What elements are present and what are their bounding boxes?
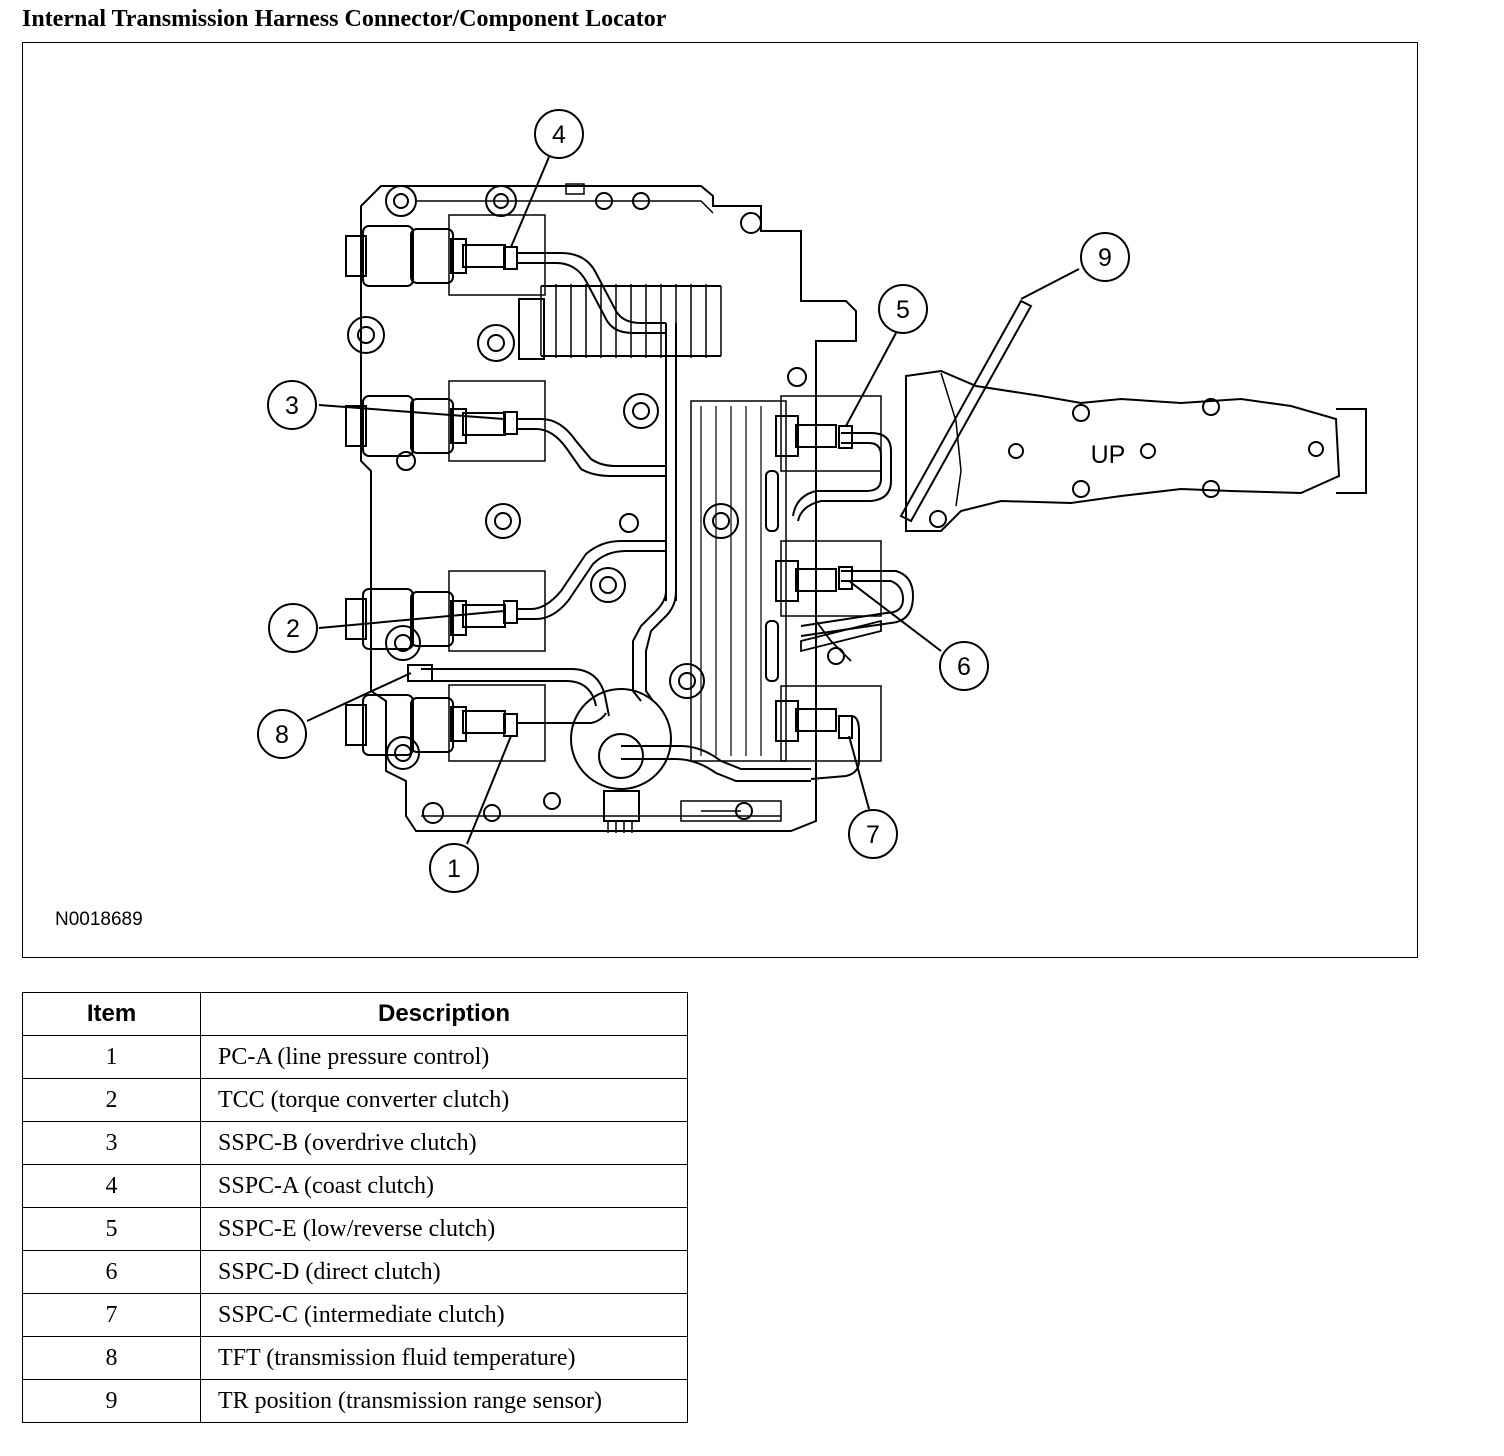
wiring-harness — [421, 252, 1033, 782]
callout-3: 3 — [267, 380, 317, 430]
svg-text:7: 7 — [866, 821, 880, 849]
svg-text:2: 2 — [286, 615, 300, 643]
item-cell: 9 — [22, 1379, 201, 1423]
description-cell: SSPC-B (overdrive clutch) — [200, 1121, 688, 1165]
callout-1: 1 — [429, 843, 479, 893]
description-cell: SSPC-D (direct clutch) — [200, 1250, 688, 1294]
description-cell: SSPC-E (low/reverse clutch) — [200, 1207, 688, 1251]
solenoid-tcc — [345, 570, 546, 652]
description-cell: TR position (transmission range sensor) — [200, 1379, 688, 1423]
table-row: 1 PC-A (line pressure control) — [22, 1035, 688, 1079]
svg-text:3: 3 — [285, 392, 299, 420]
description-cell: SSPC-A (coast clutch) — [200, 1164, 688, 1208]
valve-body-diagram: UP — [257, 109, 1367, 893]
table-row: 9 TR position (transmission range sensor… — [22, 1379, 688, 1423]
valve-body-outline — [360, 183, 857, 832]
description-column-header: Description — [200, 992, 688, 1036]
figure-id: N0018689 — [55, 909, 143, 930]
table-row: 5 SSPC-E (low/reverse clutch) — [22, 1207, 688, 1251]
description-cell: SSPC-C (intermediate clutch) — [200, 1293, 688, 1337]
callout-9: 9 — [1080, 232, 1130, 282]
callout-leaders — [306, 156, 1080, 845]
table-row: 4 SSPC-A (coast clutch) — [22, 1164, 688, 1208]
table-row: 7 SSPC-C (intermediate clutch) — [22, 1293, 688, 1337]
item-cell: 8 — [22, 1336, 201, 1380]
svg-text:9: 9 — [1098, 244, 1112, 272]
solenoid-pc-a — [345, 684, 546, 762]
item-cell: 2 — [22, 1078, 201, 1122]
callout-6: 6 — [939, 641, 989, 691]
table-header-row: Item Description — [22, 992, 688, 1036]
callout-2: 2 — [268, 603, 318, 653]
item-column-header: Item — [22, 992, 201, 1036]
solenoid-sspc-d — [775, 540, 882, 617]
diagram-frame: UP — [22, 42, 1418, 958]
solenoid-sspc-b — [345, 380, 546, 462]
svg-text:4: 4 — [552, 121, 566, 149]
tr-sensor-body — [570, 688, 672, 833]
svg-text:6: 6 — [957, 653, 971, 681]
table-row: 8 TFT (transmission fluid temperature) — [22, 1336, 688, 1380]
item-cell: 7 — [22, 1293, 201, 1337]
item-cell: 1 — [22, 1035, 201, 1079]
description-cell: TFT (transmission fluid temperature) — [200, 1336, 688, 1380]
up-marking: UP — [1091, 441, 1126, 469]
callout-5: 5 — [878, 284, 928, 334]
manual-lever-bracket — [800, 619, 882, 662]
manual-detent-plate — [905, 369, 1367, 532]
bolt-heads — [347, 185, 845, 824]
page-title: Internal Transmission Harness Connector/… — [22, 6, 667, 32]
solenoid-sspc-a — [345, 214, 546, 296]
callout-7: 7 — [848, 809, 898, 859]
table-row: 2 TCC (torque converter clutch) — [22, 1078, 688, 1122]
svg-text:8: 8 — [275, 721, 289, 749]
description-cell: PC-A (line pressure control) — [200, 1035, 688, 1079]
item-cell: 5 — [22, 1207, 201, 1251]
accumulator-bellows — [518, 284, 722, 360]
item-cell: 6 — [22, 1250, 201, 1294]
callout-4: 4 — [534, 109, 584, 159]
svg-text:1: 1 — [447, 855, 461, 883]
callout-8: 8 — [257, 709, 307, 759]
solenoid-sspc-c — [765, 470, 882, 762]
legend-table: Item Description 1 PC-A (line pressure c… — [22, 992, 688, 1423]
table-row: 6 SSPC-D (direct clutch) — [22, 1250, 688, 1294]
description-cell: TCC (torque converter clutch) — [200, 1078, 688, 1122]
table-row: 3 SSPC-B (overdrive clutch) — [22, 1121, 688, 1165]
item-cell: 4 — [22, 1164, 201, 1208]
item-cell: 3 — [22, 1121, 201, 1165]
svg-text:5: 5 — [896, 296, 910, 324]
